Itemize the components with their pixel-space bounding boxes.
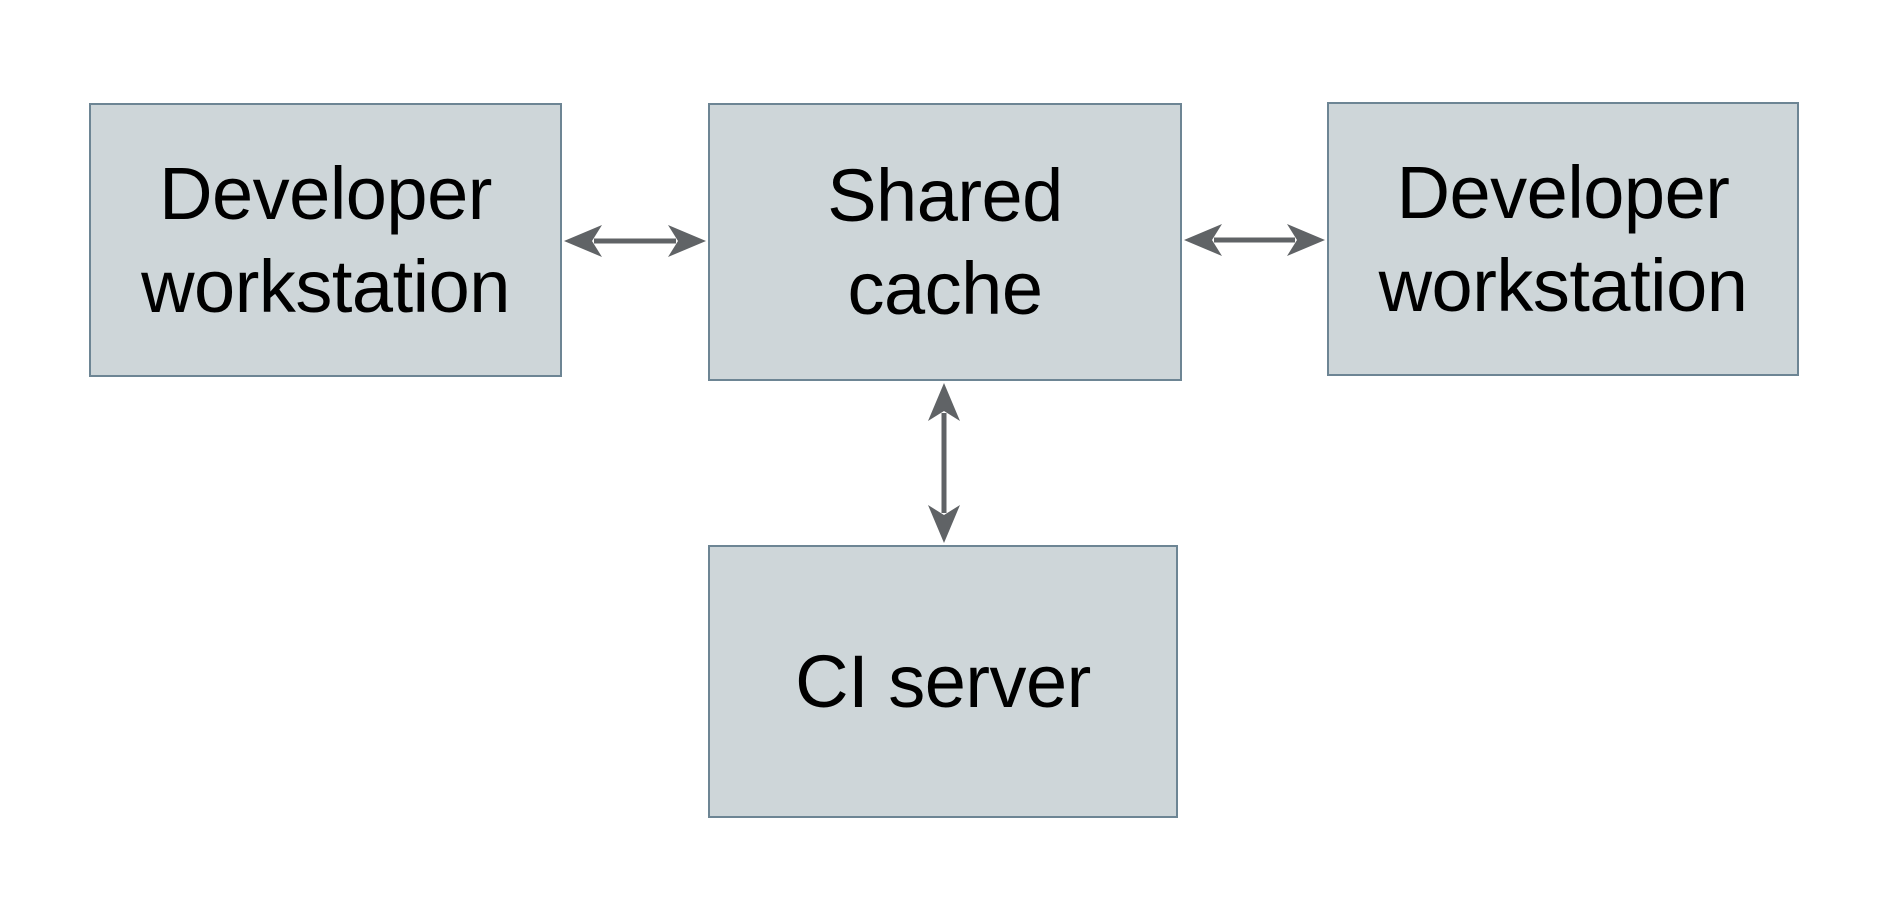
node-label-line: cache [847,247,1043,330]
node-label-line: workstation [1378,244,1748,327]
bidirectional-arrow-shared-cache-right-workstation [1184,224,1325,256]
bidirectional-arrow-shared-cache-ci-server [928,383,960,543]
bidirectional-arrow-left-workstation-shared-cache [564,225,706,257]
node-label-line: Shared [827,154,1063,237]
node-developer-workstation-right: Developer workstation [1327,102,1799,376]
node-label-ci-server: CI server [795,635,1091,728]
node-developer-workstation-left: Developer workstation [89,103,562,377]
node-label-developer-workstation-left: Developer workstation [141,147,510,333]
node-label-line: Developer [1396,151,1730,234]
node-label-developer-workstation-right: Developer workstation [1379,146,1748,332]
node-ci-server: CI server [708,545,1178,818]
node-label-line: CI server [795,640,1091,723]
node-shared-cache: Shared cache [708,103,1182,381]
node-label-shared-cache: Shared cache [827,149,1063,335]
node-label-line: workstation [141,245,510,328]
node-label-line: Developer [159,152,492,235]
